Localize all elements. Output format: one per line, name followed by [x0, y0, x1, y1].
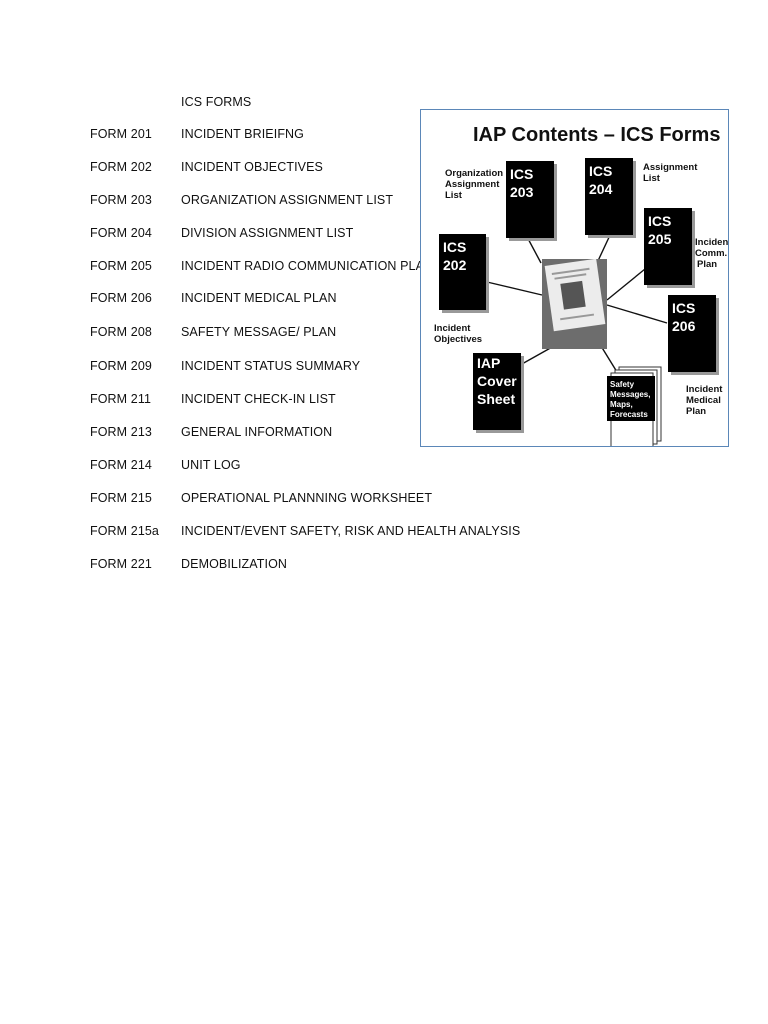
- form-number: FORM 213: [90, 425, 152, 439]
- form-title: INCIDENT CHECK-IN LIST: [181, 392, 336, 406]
- incident-medical-label: Incident Medical Plan: [686, 384, 723, 417]
- form-title: INCIDENT BRIEIFNG: [181, 127, 305, 141]
- assignment-list-label: Assignment List: [643, 162, 698, 184]
- ics-202-box: ICS 202: [439, 234, 489, 313]
- ics-206-box: ICS 206: [668, 295, 719, 375]
- box-line: Maps,: [610, 400, 633, 409]
- form-title: DEMOBILIZATION: [181, 557, 288, 571]
- list-item: FORM 221 DEMOBILIZATION: [0, 557, 520, 573]
- box-line: Sheet: [477, 391, 515, 407]
- box-line: IAP: [477, 355, 500, 371]
- org-assignment-label: Organization Assignment List: [445, 168, 503, 201]
- connector-line: [600, 345, 618, 373]
- box-line: 206: [672, 318, 696, 334]
- box-line: 203: [510, 184, 534, 200]
- form-number: FORM 203: [90, 193, 152, 207]
- label-line: Incident: [695, 237, 729, 248]
- label-line: List: [643, 173, 661, 184]
- incident-comm-label: Incident Comm. Plan: [695, 237, 729, 270]
- ics-204-box: ICS 204: [585, 158, 636, 238]
- ics-205-box: ICS 205: [644, 208, 695, 288]
- label-line: Medical: [686, 395, 721, 406]
- list-header: ICS FORMS: [181, 95, 252, 109]
- iap-contents-figure: IAP Contents – ICS Forms: [420, 109, 729, 447]
- form-number: FORM 215a: [90, 524, 159, 538]
- list-item: FORM 203 ORGANIZATION ASSIGNMENT LIST: [0, 193, 520, 209]
- form-title: ORGANIZATION ASSIGNMENT LIST: [181, 193, 394, 207]
- form-title: GENERAL INFORMATION: [181, 425, 333, 439]
- form-title: DIVISION ASSIGNMENT LIST: [181, 226, 354, 240]
- iap-diagram: IAP Contents – ICS Forms: [434, 124, 729, 446]
- list-item: FORM 211 INCIDENT CHECK-IN LIST: [0, 392, 520, 408]
- label-line: Plan: [686, 406, 706, 417]
- form-number: FORM 202: [90, 160, 152, 174]
- box-line: 202: [443, 257, 467, 273]
- form-number: FORM 206: [90, 291, 152, 305]
- label-line: Comm.: [695, 248, 727, 259]
- box-line: Safety: [610, 380, 635, 389]
- ics-203-box: ICS 203: [506, 161, 557, 241]
- form-number: FORM 209: [90, 359, 152, 373]
- box-line: 204: [589, 181, 613, 197]
- incident-objectives-label: Incident Objectives: [434, 323, 482, 345]
- connector-line: [606, 268, 646, 301]
- label-line: Objectives: [434, 334, 482, 345]
- form-title: INCIDENT OBJECTIVES: [181, 160, 323, 174]
- form-number: FORM 208: [90, 325, 152, 339]
- form-number: FORM 221: [90, 557, 152, 571]
- form-number: FORM 215: [90, 491, 152, 505]
- label-line: Assignment: [643, 162, 698, 173]
- box-line: ICS: [672, 300, 695, 316]
- box-line: 205: [648, 231, 672, 247]
- form-number: FORM 205: [90, 259, 152, 273]
- label-line: Assignment: [445, 179, 500, 190]
- figure-title: IAP Contents – ICS Forms: [473, 124, 720, 146]
- form-title: INCIDENT MEDICAL PLAN: [181, 291, 337, 305]
- list-item: FORM 206 INCIDENT MEDICAL PLAN: [0, 291, 520, 307]
- box-line: Cover: [477, 373, 517, 389]
- label-line: Incident: [434, 323, 471, 334]
- list-item: FORM 204 DIVISION ASSIGNMENT LIST: [0, 226, 520, 242]
- connector-line: [486, 281, 543, 296]
- form-title: INCIDENT RADIO COMMUNICATION PLAN: [181, 259, 434, 273]
- form-title: UNIT LOG: [181, 458, 241, 472]
- connector-line: [606, 304, 668, 324]
- box-line: ICS: [443, 239, 466, 255]
- label-line: Organization: [445, 168, 503, 179]
- form-title: INCIDENT STATUS SUMMARY: [181, 359, 361, 373]
- box-line: ICS: [589, 163, 612, 179]
- list-item: FORM 208 SAFETY MESSAGE/ PLAN: [0, 325, 520, 341]
- list-item: FORM 209 INCIDENT STATUS SUMMARY: [0, 359, 520, 375]
- box-line: Forecasts: [610, 410, 648, 419]
- form-number: FORM 201: [90, 127, 152, 141]
- form-title: SAFETY MESSAGE/ PLAN: [181, 325, 337, 339]
- form-title: INCIDENT/EVENT SAFETY, RISK AND HEALTH A…: [181, 524, 521, 538]
- box-line: ICS: [648, 213, 671, 229]
- list-item: FORM 215 OPERATIONAL PLANNNING WORKSHEET: [0, 491, 520, 507]
- list-item: FORM 214 UNIT LOG: [0, 458, 520, 474]
- box-line: Messages,: [610, 390, 650, 399]
- label-line: Plan: [697, 259, 717, 270]
- form-number: FORM 211: [90, 392, 151, 406]
- label-line: List: [445, 190, 463, 201]
- box-line: ICS: [510, 166, 533, 182]
- list-item: FORM 201 INCIDENT BRIEIFNG: [0, 127, 520, 143]
- form-title: OPERATIONAL PLANNNING WORKSHEET: [181, 491, 433, 505]
- form-number: FORM 214: [90, 458, 152, 472]
- list-item: FORM 202 INCIDENT OBJECTIVES: [0, 160, 520, 176]
- label-line: Incident: [686, 384, 723, 395]
- list-item: FORM 205 INCIDENT RADIO COMMUNICATION PL…: [0, 259, 520, 275]
- list-item: FORM 215a INCIDENT/EVENT SAFETY, RISK AN…: [0, 524, 520, 540]
- iap-cover-sheet-box: IAP Cover Sheet: [473, 353, 524, 433]
- list-item: FORM 213 GENERAL INFORMATION: [0, 425, 520, 441]
- safety-messages-stack: Safety Messages, Maps, Forecasts: [607, 366, 662, 446]
- iap-document-image: [542, 258, 607, 349]
- form-number: FORM 204: [90, 226, 152, 240]
